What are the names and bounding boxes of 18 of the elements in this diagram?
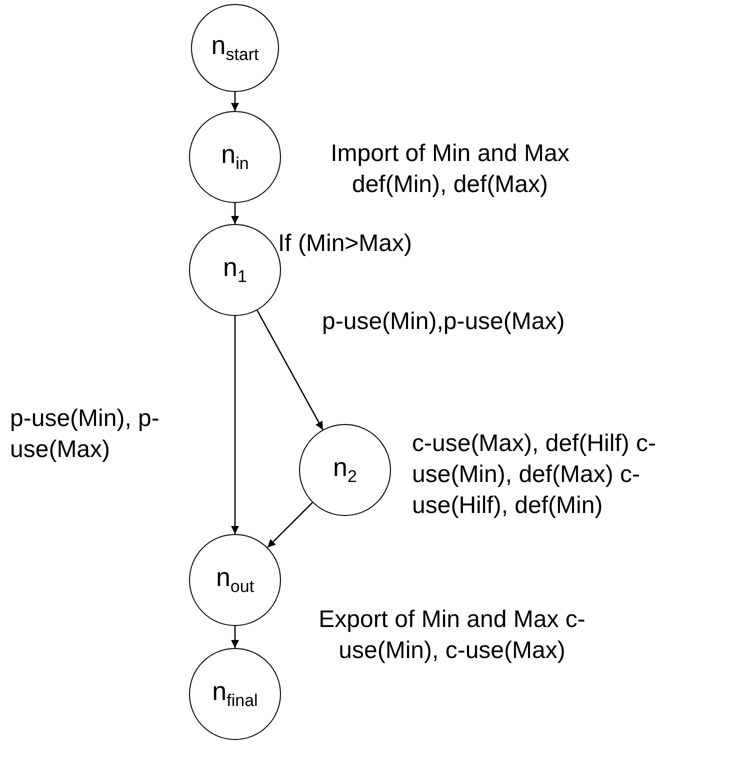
arrow: [231, 92, 239, 111]
node-label: n$_{out}$: [216, 562, 254, 598]
node-label: n$_{1}$: [223, 252, 247, 288]
edge-label: p-use(Min), p-use(Max): [10, 404, 160, 465]
annotation-text: Import of Min and Max def(Min), def(Max): [330, 139, 570, 200]
annotation-text: c-use(Max), def(Hilf) c-use(Min), def(Max) c-use(Hilf), def(Min): [412, 429, 658, 521]
node-label: n$_{start}$: [211, 30, 259, 66]
node-label: n$_{final}$: [212, 676, 258, 712]
node-label: n$_{2}$: [333, 452, 357, 488]
arrow: [231, 626, 239, 648]
node-label: n$_{in}$: [221, 139, 249, 175]
arrow: [256, 310, 324, 430]
edge-label: p-use(Min),p-use(Max): [322, 307, 566, 337]
annotation-text: Export of Min and Max c-use(Min), c-use(Max): [318, 605, 586, 666]
arrow: [231, 203, 239, 224]
annotation-text: If (Min>Max): [278, 229, 414, 259]
arrow: [267, 502, 313, 548]
arrow: [231, 316, 239, 534]
